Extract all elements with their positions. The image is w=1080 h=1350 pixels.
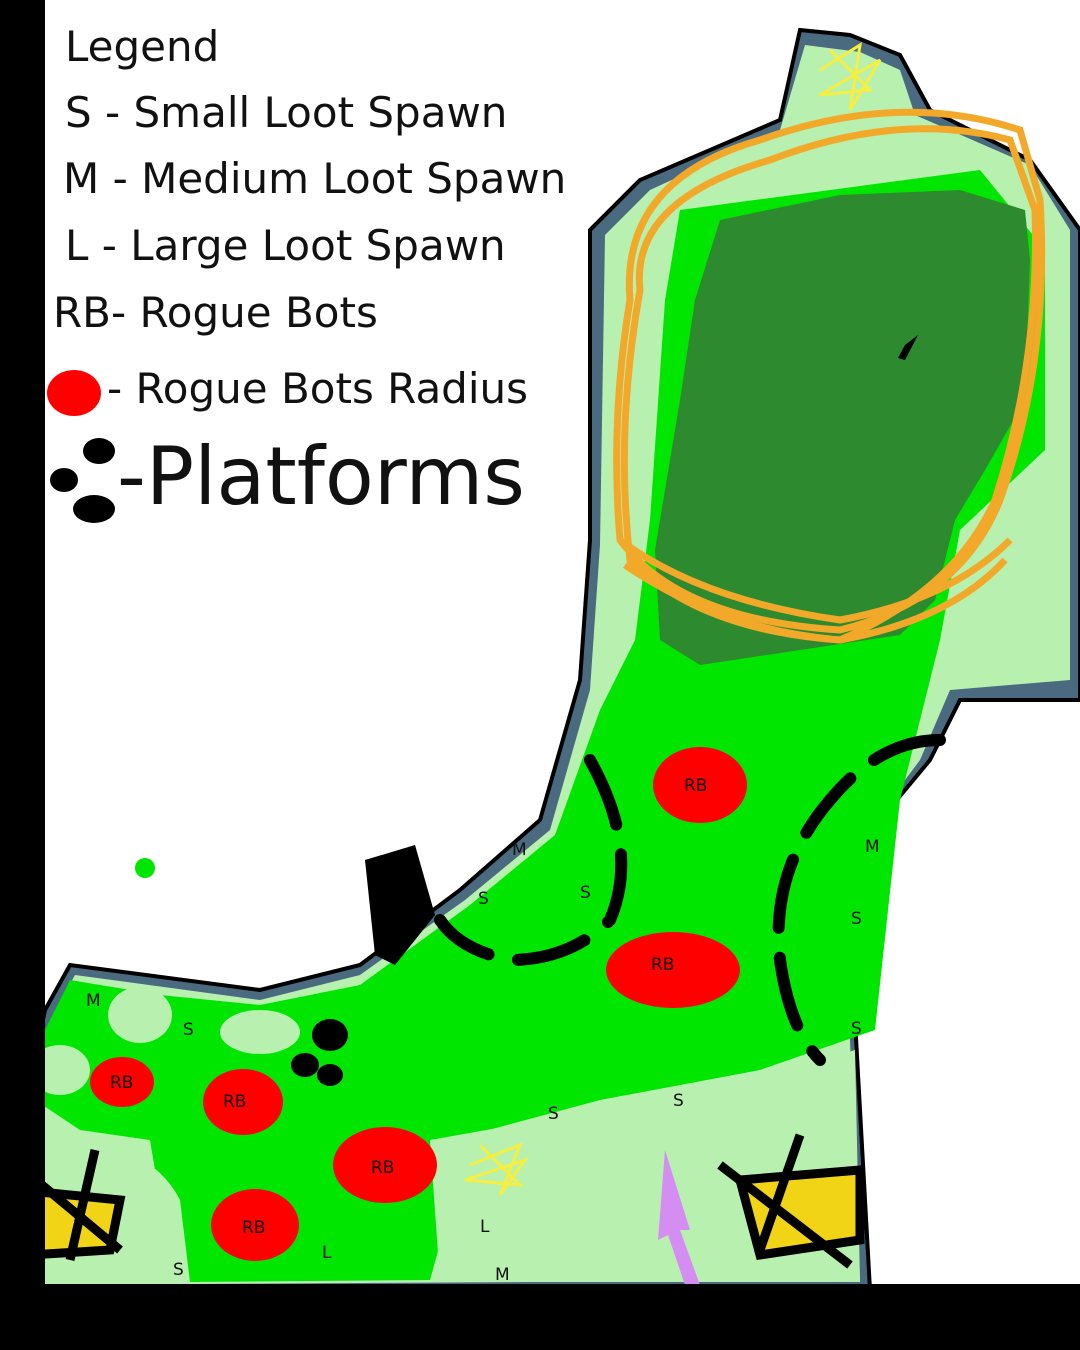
crossed-area: [14, 1133, 865, 1269]
map-platform: [317, 1064, 343, 1086]
map-labels: RB RB RB RB RB RB M S S M S S M S S S L …: [86, 776, 880, 1285]
loot-s-label: S: [851, 1019, 862, 1039]
platform-swatch-dot: [73, 495, 115, 523]
loot-s-label: S: [580, 883, 591, 903]
rb-label: RB: [110, 1073, 133, 1093]
loot-m-label: M: [86, 991, 101, 1011]
rogue-bot-zone: [333, 1127, 437, 1203]
loot-s-label: S: [173, 1260, 184, 1280]
legend-rogue-bots: RB- Rogue Bots: [53, 288, 378, 337]
black-tower: [365, 845, 435, 965]
rogue-bot-zones: [90, 747, 747, 1261]
loot-m-label: M: [512, 840, 527, 860]
rb-label: RB: [223, 1092, 246, 1112]
loot-s-label: S: [851, 909, 862, 929]
loot-l-label: L: [480, 1217, 490, 1237]
lake: [655, 190, 1030, 665]
rb-label: RB: [684, 776, 707, 796]
map-platform: [291, 1053, 319, 1077]
rb-label: RB: [651, 955, 674, 975]
lake-rock: [898, 335, 918, 360]
loot-s-label: S: [478, 889, 489, 909]
rogue-bot-zone: [653, 747, 747, 823]
bottom-black-bar: [0, 1284, 1080, 1350]
green-dot: [135, 858, 155, 878]
legend-large-loot: L - Large Loot Spawn: [65, 221, 506, 270]
rogue-radius-swatch: [47, 370, 101, 416]
legend-title: Legend: [65, 22, 220, 71]
legend: Legend S - Small Loot Spawn M - Medium L…: [45, 0, 645, 540]
map-platform: [312, 1019, 348, 1051]
yellow-star: [464, 41, 882, 1196]
loot-s-label: S: [548, 1104, 559, 1124]
orange-ring: [613, 108, 1046, 644]
rb-label: RB: [242, 1218, 265, 1238]
light-patch: [108, 987, 172, 1043]
rogue-bot-zone: [211, 1189, 299, 1261]
left-black-bar: [0, 0, 45, 1350]
rogue-bot-zone: [90, 1057, 154, 1107]
light-patch: [220, 1010, 300, 1054]
legend-medium-loot: M - Medium Loot Spawn: [63, 154, 567, 203]
loot-l-label: L: [322, 1243, 332, 1263]
legend-small-loot: S - Small Loot Spawn: [65, 88, 508, 137]
rogue-bot-zone: [606, 932, 740, 1008]
rb-label: RB: [371, 1158, 394, 1178]
loot-m-label: M: [865, 837, 880, 857]
rogue-bot-zone: [203, 1069, 283, 1135]
legend-rogue-radius: - Rogue Bots Radius: [107, 364, 529, 413]
loot-m-label: M: [495, 1265, 510, 1285]
loot-s-label: S: [183, 1020, 194, 1040]
platform-swatch-dot: [83, 438, 115, 464]
platform-swatch-dot: [50, 468, 78, 492]
legend-platforms: -Platforms: [117, 430, 525, 523]
light-patch: [30, 1045, 90, 1095]
ridge-lines: [434, 734, 946, 1066]
loot-s-label: S: [673, 1091, 684, 1111]
